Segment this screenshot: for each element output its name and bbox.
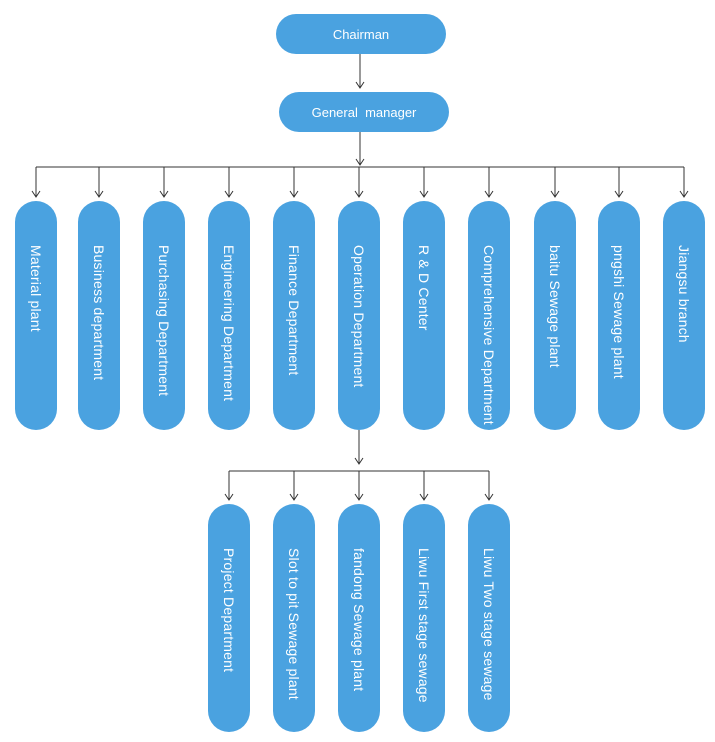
unit-label: Project Department (221, 548, 237, 673)
department-label: Finance Department (286, 245, 302, 376)
department-label: Purchasing Department (156, 245, 172, 397)
node-department-comprehensive: Comprehensive Department (468, 201, 510, 430)
node-department-material-plant: Material plant (15, 201, 57, 430)
unit-label: Liwu Two stage sewage (481, 548, 497, 701)
node-general-manager: General manager (279, 92, 449, 132)
node-department-rd-center: R & D Center (403, 201, 445, 430)
node-department-engineering: Engineering Department (208, 201, 250, 430)
node-unit-slot-to-pit-sewage-plant: Slot to pit Sewage plant (273, 504, 315, 732)
department-label: baitu Sewage plant (547, 245, 563, 368)
department-label: Business department (91, 245, 107, 381)
node-department-jiangsu-branch: Jiangsu branch (663, 201, 705, 430)
node-department-operation: Operation Department (338, 201, 380, 430)
node-department-baitu-sewage-plant: baitu Sewage plant (534, 201, 576, 430)
node-unit-project-department: Project Department (208, 504, 250, 732)
department-label: Engineering Department (221, 245, 237, 402)
node-chairman: Chairman (276, 14, 446, 54)
unit-label: fandong Sewage plant (351, 548, 367, 692)
unit-label: Slot to pit Sewage plant (286, 548, 302, 700)
node-unit-liwu-two-stage-sewage: Liwu Two stage sewage (468, 504, 510, 732)
department-label: Material plant (28, 245, 44, 332)
unit-label: Liwu First stage sewage (416, 548, 432, 703)
node-unit-fandong-sewage-plant: fandong Sewage plant (338, 504, 380, 732)
node-chairman-label: Chairman (332, 26, 390, 42)
node-general-manager-label: General manager (311, 104, 417, 120)
node-department-business: Business department (78, 201, 120, 430)
node-department-purchasing: Purchasing Department (143, 201, 185, 430)
department-label: R & D Center (416, 245, 432, 331)
department-label: pngshi Sewage plant (611, 245, 627, 379)
department-label: Jiangsu branch (676, 245, 692, 343)
node-unit-liwu-first-stage-sewage: Liwu First stage sewage (403, 504, 445, 732)
node-department-finance: Finance Department (273, 201, 315, 430)
node-department-pngshi-sewage-plant: pngshi Sewage plant (598, 201, 640, 430)
department-label: Comprehensive Department (481, 245, 497, 425)
department-label: Operation Department (351, 245, 367, 388)
